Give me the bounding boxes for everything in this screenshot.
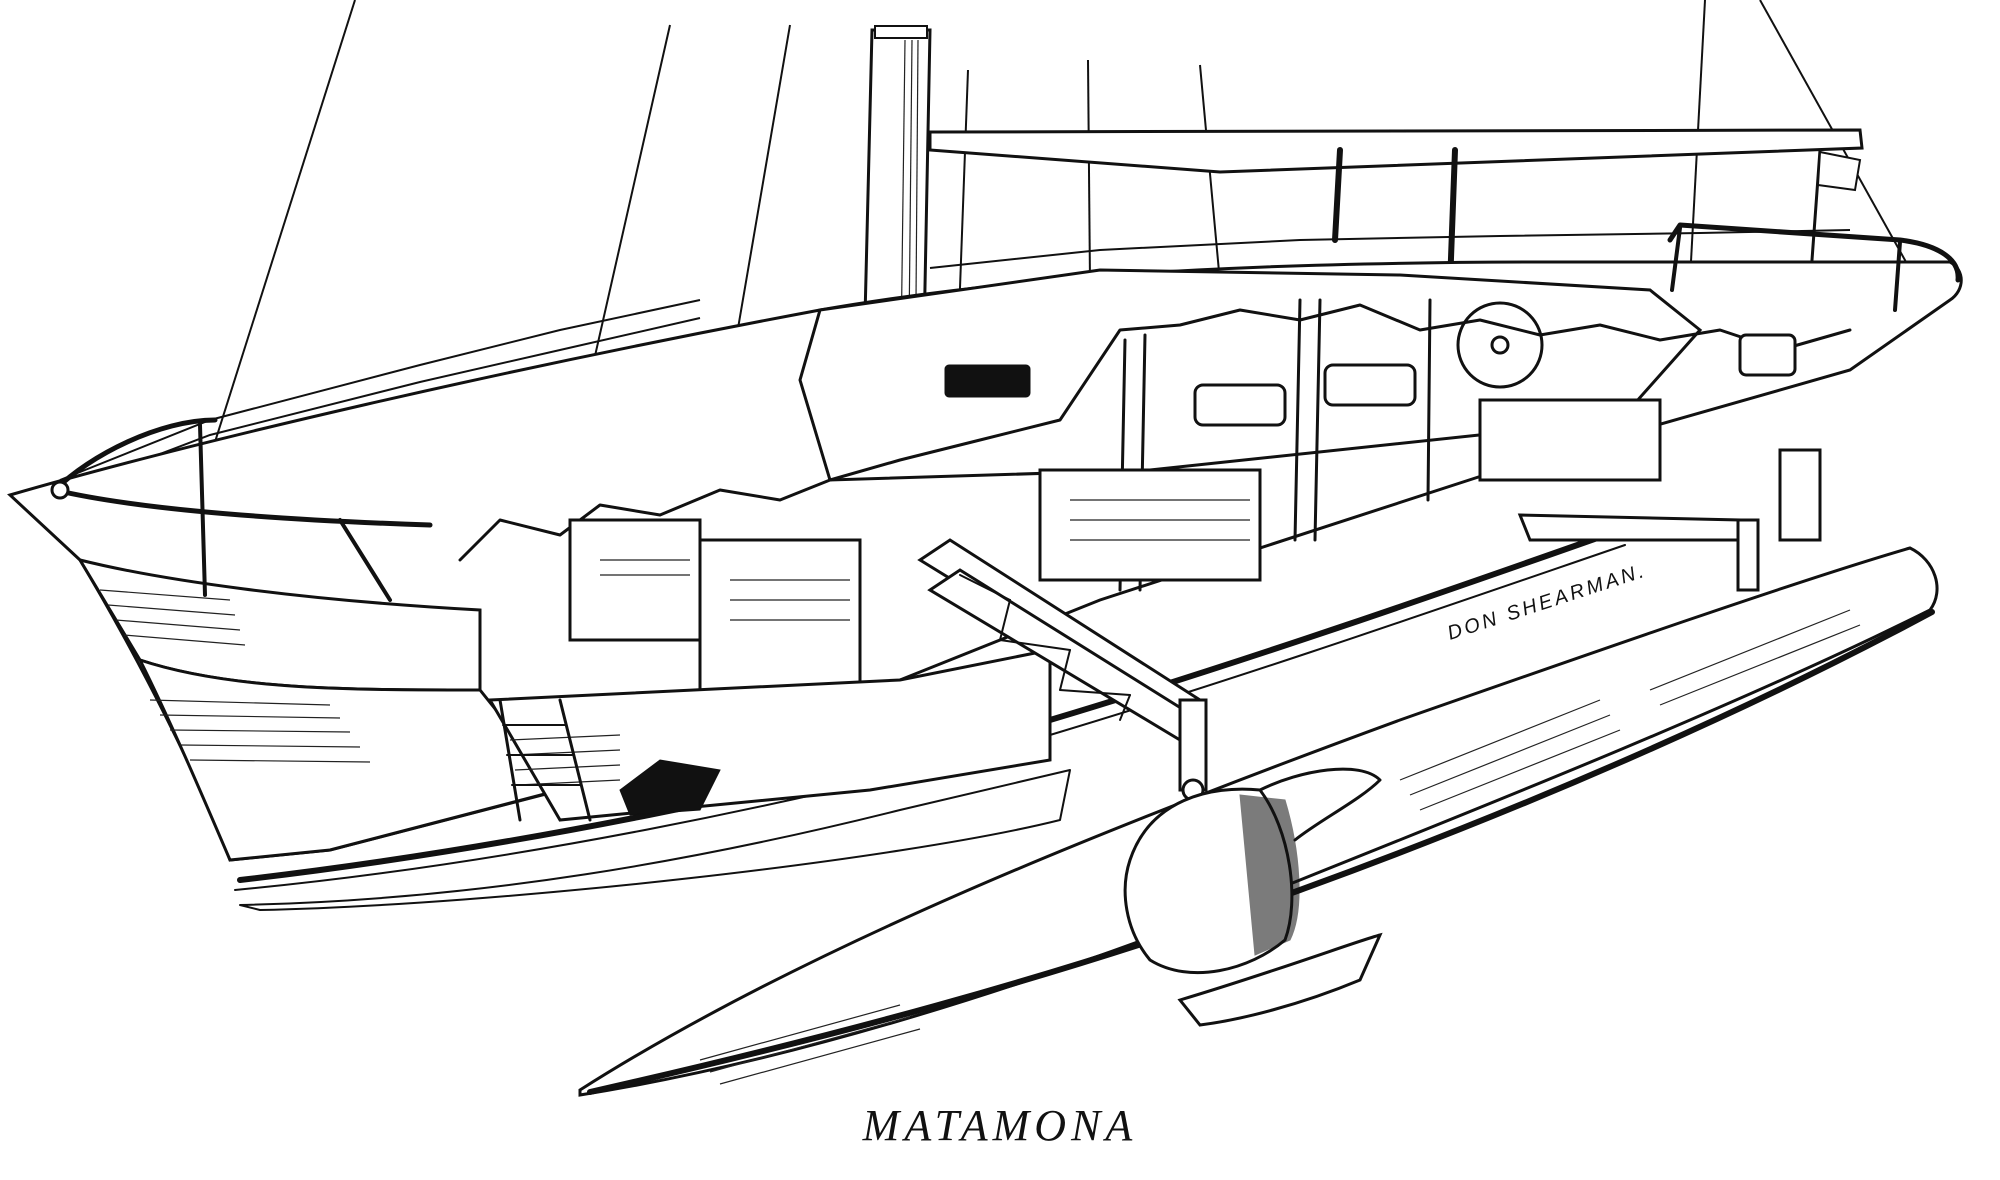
- companion-ladder: [498, 698, 592, 822]
- float-hatching: [699, 609, 1861, 1085]
- cross-beam: [917, 513, 1760, 802]
- bow-hatching: [99, 589, 371, 763]
- cabin-interior: [458, 148, 1961, 822]
- figure-caption: MATAMONA: [862, 1101, 1138, 1150]
- outrigger-float: [578, 546, 1939, 1097]
- boom: [928, 128, 1864, 288]
